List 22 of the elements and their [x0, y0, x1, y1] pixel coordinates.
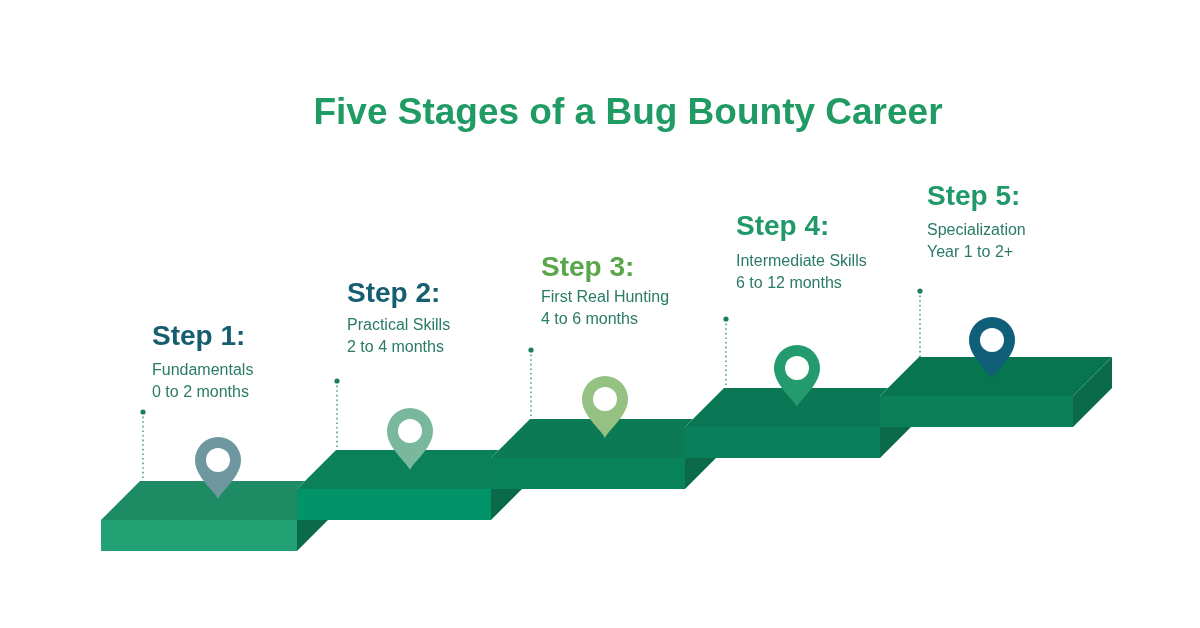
step-heading: Step 5: [927, 180, 1021, 212]
stair-platform [491, 419, 685, 520]
duration-text: 4 to 6 months [541, 309, 638, 329]
step-heading: Step 3: [541, 251, 635, 283]
stage-name: Specialization [927, 220, 1026, 240]
stair-platform [880, 357, 1112, 458]
duration-text: 0 to 2 months [152, 382, 249, 402]
stage-name: Practical Skills [347, 315, 451, 335]
duration-text: Year 1 to 2+ [927, 242, 1014, 262]
stage-name: Fundamentals [152, 360, 254, 380]
stage-name: Intermediate Skills [736, 251, 867, 271]
stair-platform [685, 388, 880, 489]
duration-text: 2 to 4 months [347, 337, 444, 357]
step-heading: Step 2: [347, 277, 441, 309]
step-heading: Step 1: [152, 320, 246, 352]
step-heading: Step 4: [736, 210, 830, 242]
leader-line [917, 288, 923, 358]
stair-platform [101, 481, 297, 551]
duration-text: 6 to 12 months [736, 273, 842, 293]
stair-platform [297, 450, 491, 551]
stage-name: First Real Hunting [541, 287, 670, 307]
title: Five Stages of a Bug Bounty Career [312, 90, 944, 134]
